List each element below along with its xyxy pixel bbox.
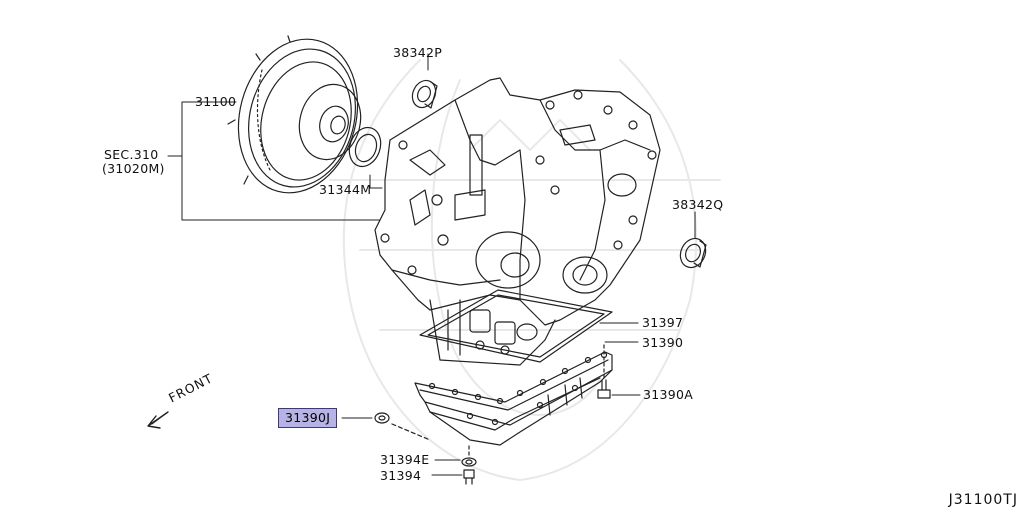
label-31100[interactable]: 31100	[195, 94, 237, 109]
seal-38342P	[411, 79, 438, 109]
label-38342Q[interactable]: 38342Q	[672, 197, 724, 212]
seal-31344M	[348, 126, 382, 168]
drain-plug-parts	[461, 444, 477, 485]
leader-31100-bracket	[181, 101, 381, 221]
label-31394[interactable]: 31394	[380, 468, 422, 483]
seal-38342Q	[679, 237, 707, 269]
label-sec-310-ref[interactable]: (31020M)	[102, 161, 165, 176]
leader-31344M	[369, 174, 383, 189]
label-sec-310[interactable]: SEC.310	[104, 147, 159, 162]
leader-lines	[167, 53, 696, 476]
gasket-31397	[419, 289, 613, 363]
label-31390[interactable]: 31390	[642, 335, 684, 350]
bolt-31390A	[597, 344, 611, 399]
washer-31390J	[374, 412, 431, 441]
label-31394E[interactable]: 31394E	[380, 452, 430, 467]
label-38342P[interactable]: 38342P	[393, 45, 443, 60]
diagram-code: J31100TJ	[948, 492, 1018, 508]
label-31344M[interactable]: 31344M	[319, 182, 372, 197]
valve-body	[429, 299, 556, 366]
torque-converter-31100	[227, 35, 362, 194]
label-31390A[interactable]: 31390A	[643, 387, 694, 402]
oil-pan-31390	[414, 351, 613, 446]
front-arrow-icon	[147, 411, 169, 429]
transmission-case	[374, 77, 661, 326]
label-31397[interactable]: 31397	[642, 315, 684, 330]
label-31390J-highlighted[interactable]: 31390J	[278, 408, 338, 428]
